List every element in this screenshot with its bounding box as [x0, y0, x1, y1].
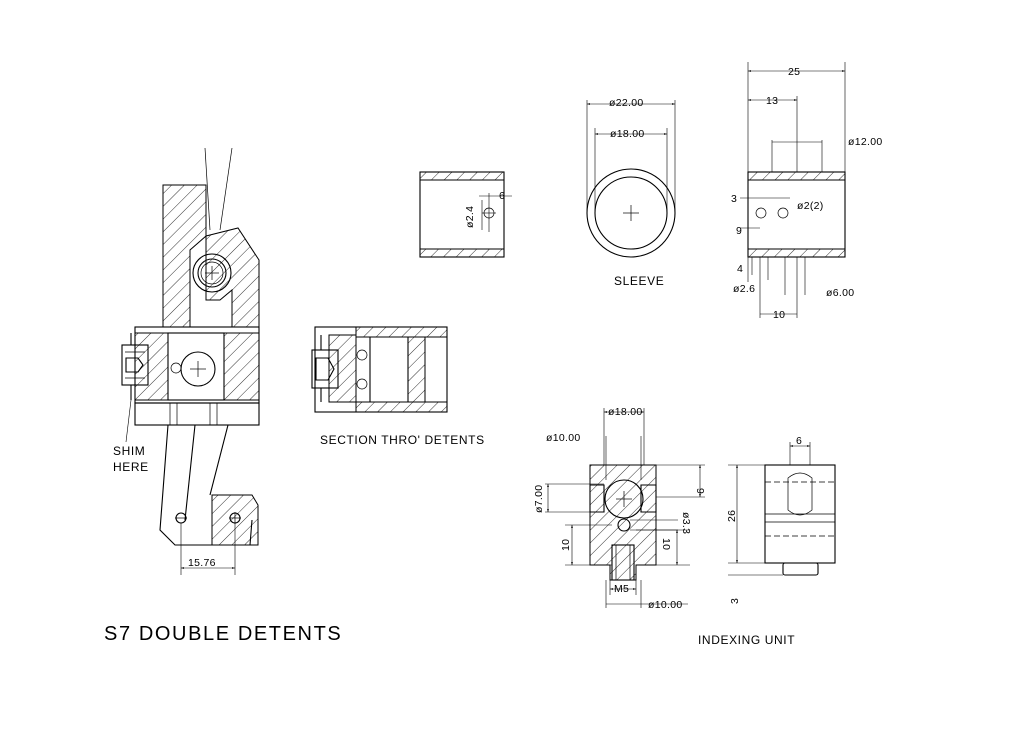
- detent-assembly-view: [121, 147, 260, 575]
- dim-tube-hole-dia: ø2.4: [464, 206, 476, 228]
- dim-idx-3: 3: [729, 598, 741, 604]
- dim-sleeve-inner: ø18.00: [610, 128, 645, 140]
- indexing-unit-side-view: [728, 442, 836, 576]
- dim-idx-26: 26: [726, 510, 738, 522]
- indexing-unit-label: INDEXING UNIT: [698, 633, 795, 647]
- indexing-unit-front-view: [545, 408, 705, 608]
- shim-label-line2: HERE: [113, 460, 149, 474]
- dim-side-holes: ø2(2): [797, 200, 824, 212]
- dim-side-25: 25: [788, 66, 800, 78]
- dim-idx-10-top: ø10.00: [546, 432, 581, 444]
- sleeve-side-view: [740, 62, 846, 318]
- dim-side-4: 4: [737, 263, 743, 275]
- drawing-title: S7 DOUBLE DETENTS: [104, 623, 342, 645]
- dim-side-9: 9: [736, 225, 742, 237]
- section-label: SECTION THRO' DETENTS: [320, 433, 485, 447]
- dim-side-10: 10: [773, 309, 785, 321]
- dim-idx-m5: M5: [614, 583, 629, 595]
- dim-idx-10-bottom: ø10.00: [648, 599, 683, 611]
- dim-side-13: 13: [766, 95, 778, 107]
- dim-sleeve-outer: ø22.00: [609, 97, 644, 109]
- dim-idx-10-right: 10: [660, 538, 672, 550]
- dim-side-dia-26: ø2.6: [733, 283, 755, 295]
- tube-side-view: [419, 171, 512, 258]
- dim-side-bore: ø12.00: [848, 136, 883, 148]
- shim-label-line1: SHIM: [113, 444, 145, 458]
- sleeve-label: SLEEVE: [614, 274, 664, 288]
- sleeve-view: [586, 100, 676, 258]
- section-thro-detents-view: [311, 326, 448, 413]
- shim-leader: [125, 399, 132, 443]
- dim-idx-10-left: 10: [560, 539, 572, 551]
- dim-idx-6: 6: [796, 435, 802, 447]
- dim-idx-33: ø3.3: [680, 512, 692, 534]
- dim-side-dia-6: ø6.00: [826, 287, 854, 299]
- dim-idx-18: ø18.00: [608, 406, 643, 418]
- dim-idx-7: ø7.00: [533, 485, 545, 513]
- dim-idx-9: 9: [694, 488, 706, 494]
- dim-15-76: 15.76: [188, 557, 216, 569]
- dim-tube-6: 6: [499, 190, 505, 202]
- dim-side-3: 3: [731, 193, 737, 205]
